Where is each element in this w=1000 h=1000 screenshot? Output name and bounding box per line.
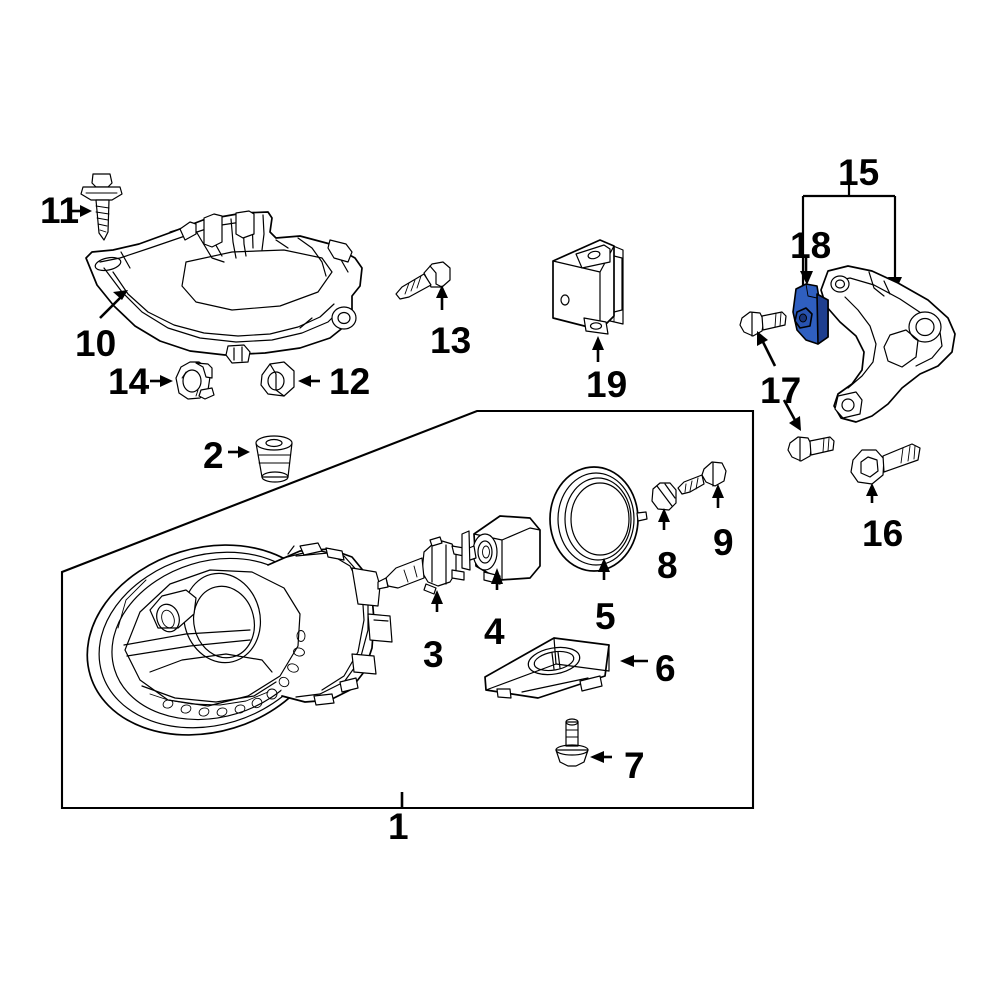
callout-leader-14 — [150, 375, 173, 387]
hex-nut-12[interactable] — [260, 361, 295, 397]
callout-leader-3 — [431, 590, 443, 612]
callout-leader-19 — [592, 336, 604, 362]
screw-9[interactable] — [677, 461, 727, 495]
grommet-2[interactable] — [255, 435, 293, 483]
callout-leader-6 — [620, 655, 648, 667]
callout-label-19[interactable]: 19 — [586, 364, 628, 405]
bracket-body-15[interactable] — [820, 265, 956, 423]
callout-label-1[interactable]: 1 — [388, 806, 409, 847]
callout-leader-10 — [99, 290, 128, 319]
callout-label-16[interactable]: 16 — [862, 513, 904, 554]
adjusting-screw-17-upper[interactable] — [739, 311, 787, 337]
callout-leader-5 — [598, 558, 610, 580]
callout-label-10[interactable]: 10 — [75, 323, 117, 364]
callout-leader-2 — [228, 446, 250, 458]
callout-label-11[interactable]: 11 — [40, 190, 80, 231]
callout-label-12[interactable]: 12 — [329, 361, 371, 402]
callout-leader-13 — [436, 285, 448, 310]
callout-leader-8 — [658, 508, 670, 530]
callout-leader-9 — [712, 484, 724, 508]
callout-label-2[interactable]: 2 — [203, 435, 224, 476]
control-module-19[interactable] — [552, 239, 624, 335]
callout-leader-7 — [590, 751, 612, 763]
callout-leader-17 — [757, 331, 801, 431]
clip-nut-14[interactable] — [175, 361, 215, 400]
adjusting-screw-17-lower[interactable] — [787, 436, 835, 462]
headlamp-assembly-box[interactable] — [60, 409, 755, 810]
callout-label-7[interactable]: 7 — [624, 745, 645, 786]
callout-label-6[interactable]: 6 — [655, 648, 676, 689]
callout-label-3[interactable]: 3 — [423, 634, 444, 675]
flange-bolt-16[interactable] — [850, 443, 921, 485]
highlighted-support-bracket-18[interactable] — [792, 283, 829, 345]
module-cover-plate-6[interactable] — [484, 637, 610, 699]
callout-label-8[interactable]: 8 — [657, 545, 678, 586]
push-pin-retainer-7[interactable] — [555, 718, 589, 767]
pan-head-screw-13[interactable] — [395, 261, 451, 300]
callout-label-13[interactable]: 13 — [430, 320, 472, 361]
headlamp-assembly-drawing[interactable] — [63, 516, 393, 763]
callout-label-14[interactable]: 14 — [108, 361, 150, 402]
callout-leader-4 — [491, 568, 503, 590]
callout-leader-12 — [298, 375, 320, 387]
halogen-bulb-3[interactable] — [377, 536, 465, 595]
callout-label-17[interactable]: 17 — [760, 370, 802, 411]
sealing-ring-5[interactable] — [549, 466, 648, 572]
flange-bolt-11[interactable] — [80, 173, 123, 241]
callout-label-9[interactable]: 9 — [713, 522, 734, 563]
callout-label-4[interactable]: 4 — [484, 611, 505, 652]
callout-leader-18 — [800, 256, 813, 285]
callout-label-15[interactable]: 15 — [838, 152, 880, 193]
callout-label-18[interactable]: 18 — [790, 225, 832, 266]
bulb-socket-module-4[interactable] — [461, 515, 541, 585]
sealing-cap-8[interactable] — [651, 482, 677, 511]
callout-leader-11 — [70, 205, 92, 217]
headlamp-housing-bracket-10[interactable] — [85, 210, 363, 364]
callout-label-5[interactable]: 5 — [595, 596, 616, 637]
callout-leader-16 — [866, 483, 878, 503]
